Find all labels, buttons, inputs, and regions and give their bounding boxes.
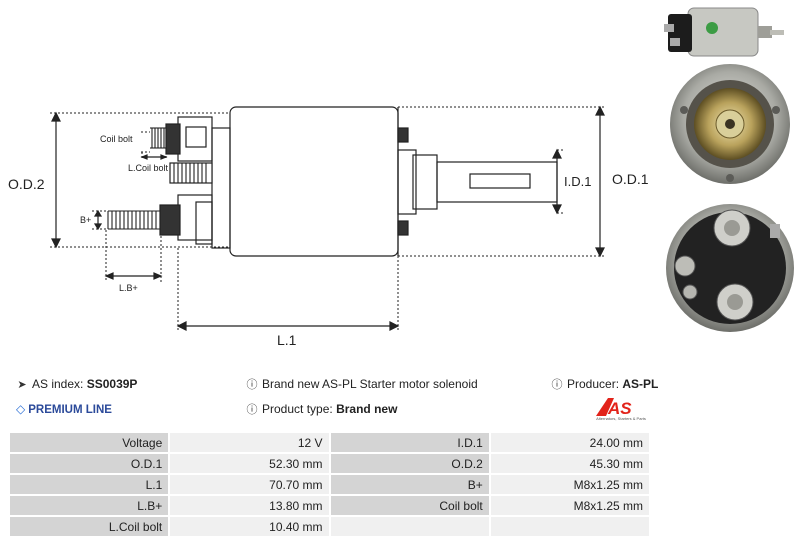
spec-label: L.Coil bolt <box>10 517 169 536</box>
as-index-label: AS index: <box>32 377 84 391</box>
premium-line-label: PREMIUM LINE <box>28 404 112 416</box>
info-icon: ⓘ <box>246 404 258 416</box>
producer-value: AS-PL <box>622 377 659 391</box>
l-coil-bolt-label: L.Coil bolt <box>128 163 169 173</box>
spec-value: M8x1.25 mm <box>490 496 649 515</box>
l1-label: L.1 <box>277 332 297 348</box>
spec-value: 24.00 mm <box>490 433 649 452</box>
spec-label: I.D.1 <box>330 433 489 452</box>
table-row: L.Coil bolt 10.40 mm <box>10 517 649 536</box>
spec-label: Voltage <box>10 433 169 452</box>
info-icon: ⓘ <box>246 379 258 391</box>
solenoid-rear-photo <box>666 204 794 332</box>
table-row: O.D.1 52.30 mm O.D.2 45.30 mm <box>10 454 649 473</box>
spec-value-empty <box>490 517 649 536</box>
spec-label: L.B+ <box>10 496 169 515</box>
od1-label: O.D.1 <box>612 171 649 187</box>
solenoid-front-photo <box>670 64 790 184</box>
producer-row: ⓘ Producer: AS-PL <box>551 377 659 392</box>
description-text: Brand new AS-PL Starter motor solenoid <box>262 377 478 391</box>
spec-label: Coil bolt <box>330 496 489 515</box>
solenoid-side-photo <box>664 7 784 57</box>
table-row: Voltage 12 V I.D.1 24.00 mm <box>10 433 649 452</box>
spec-value: 70.70 mm <box>170 475 329 494</box>
spec-label: L.1 <box>10 475 169 494</box>
svg-text:AS: AS <box>607 399 632 418</box>
producer-label: Producer: <box>567 377 620 391</box>
spec-value: 12 V <box>170 433 329 452</box>
product-type-value: Brand new <box>336 402 398 416</box>
id1-label: I.D.1 <box>564 174 591 189</box>
logo-tagline: Alternators, Starters & Parts <box>596 416 646 421</box>
spec-value: 52.30 mm <box>170 454 329 473</box>
premium-line-badge: ◇PREMIUM LINE <box>16 402 112 417</box>
spec-label-empty <box>330 517 489 536</box>
info-icon: ⓘ <box>551 379 563 391</box>
spec-value: 45.30 mm <box>490 454 649 473</box>
table-row: L.1 70.70 mm B+ M8x1.25 mm <box>10 475 649 494</box>
spec-label: O.D.1 <box>10 454 169 473</box>
as-index-row: ➤ AS index: SS0039P <box>16 377 137 392</box>
product-type-row: ⓘ Product type: Brand new <box>246 402 398 417</box>
solenoid-technical-drawing: O.D.2 O.D.1 I.D.1 L.1 Coil bolt L.Coil b… <box>8 105 649 348</box>
product-type-label: Product type: <box>262 402 333 416</box>
as-pl-logo: AS <box>596 398 632 418</box>
spec-label: O.D.2 <box>330 454 489 473</box>
product-photos <box>664 7 794 332</box>
description-row: ⓘ Brand new AS-PL Starter motor solenoid <box>246 377 478 392</box>
tag-icon: ➤ <box>17 379 27 391</box>
b-plus-label: B+ <box>80 215 91 225</box>
specs-table: Voltage 12 V I.D.1 24.00 mm O.D.1 52.30 … <box>8 431 651 538</box>
spec-label: B+ <box>330 475 489 494</box>
od2-label: O.D.2 <box>8 176 45 192</box>
as-index-value: SS0039P <box>86 377 138 391</box>
l-b-plus-label: L.B+ <box>119 283 138 293</box>
spec-value: 13.80 mm <box>170 496 329 515</box>
spec-value: M8x1.25 mm <box>490 475 649 494</box>
diamond-icon: ◇ <box>16 402 26 416</box>
coil-bolt-label: Coil bolt <box>100 134 133 144</box>
table-row: L.B+ 13.80 mm Coil bolt M8x1.25 mm <box>10 496 649 515</box>
spec-value: 10.40 mm <box>170 517 329 536</box>
